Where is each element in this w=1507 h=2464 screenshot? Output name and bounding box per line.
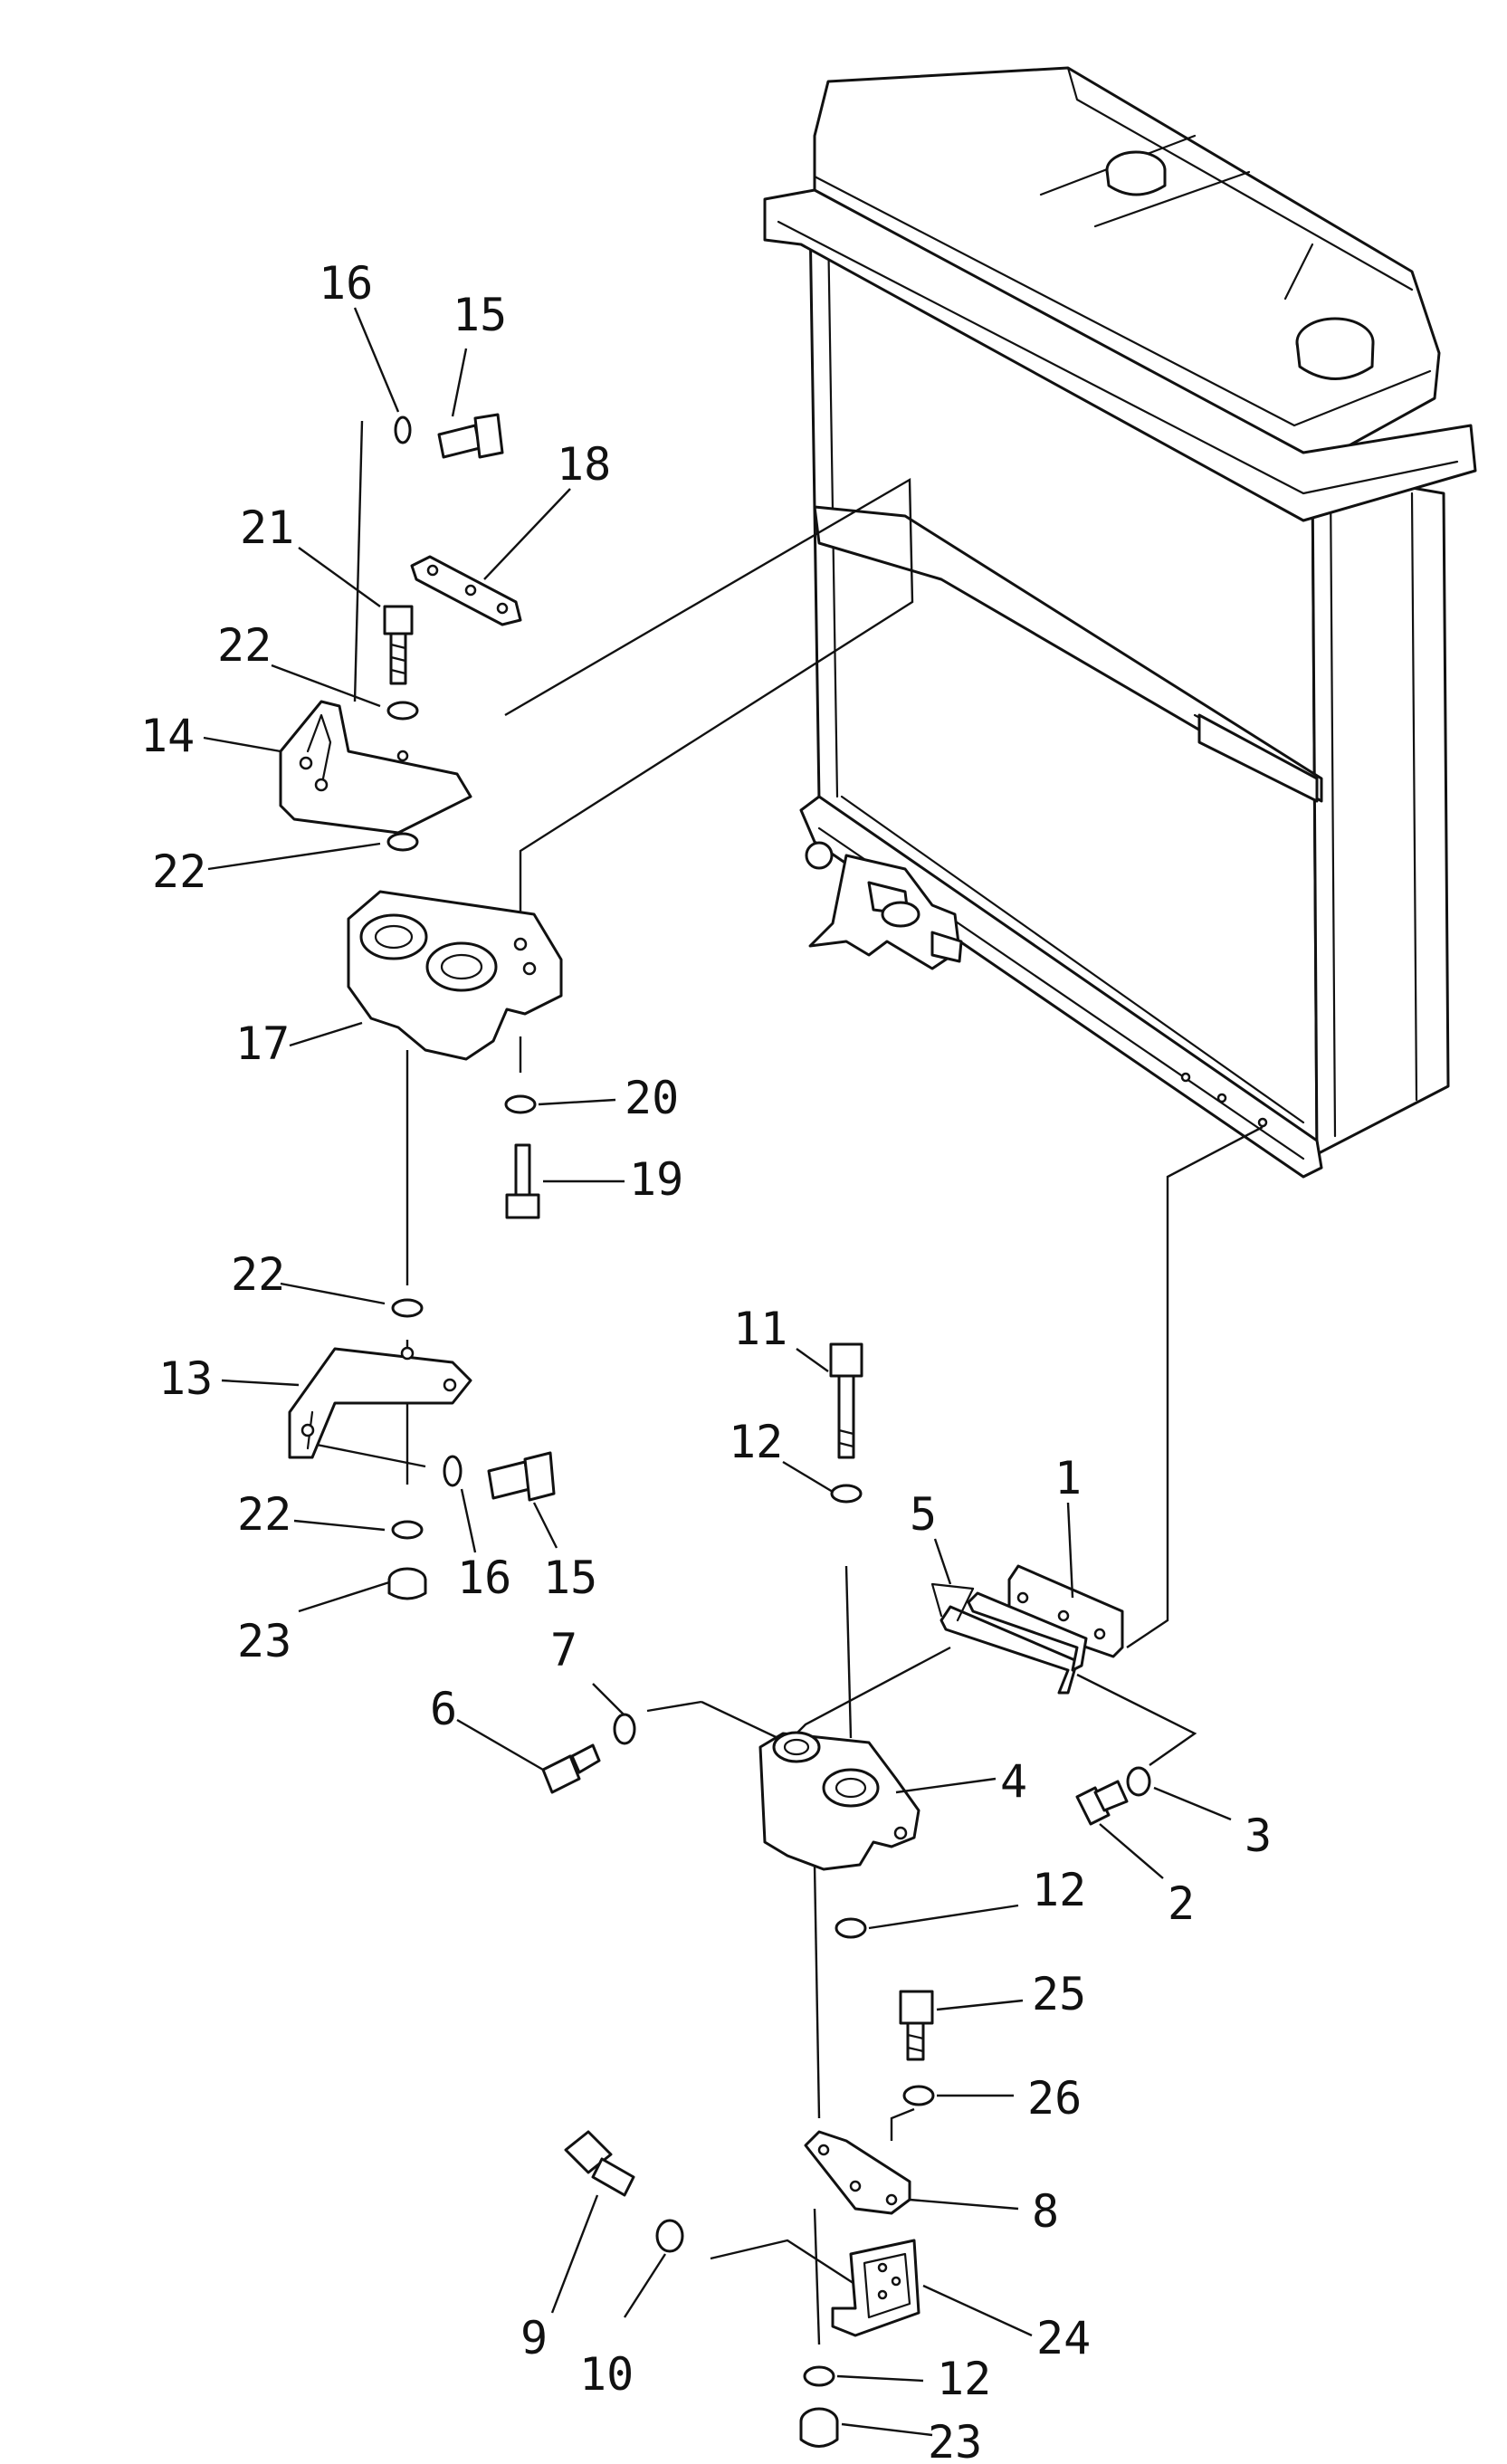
part-22-washer-c xyxy=(391,1298,424,1318)
callout-24: 24 xyxy=(1036,2312,1091,2364)
part-20-washer xyxy=(504,1094,537,1114)
part-23-nut-b xyxy=(799,2407,839,2448)
callout-22: 22 xyxy=(237,1488,291,1541)
callout-19: 19 xyxy=(629,1153,683,1206)
part-19-bolt xyxy=(505,1143,540,1219)
part-22-washer-a xyxy=(386,701,419,721)
callout-15: 15 xyxy=(543,1552,597,1604)
callout-2: 2 xyxy=(1168,1877,1195,1930)
callout-14: 14 xyxy=(140,710,195,762)
callout-22: 22 xyxy=(231,1248,285,1301)
part-23-nut xyxy=(387,1567,427,1600)
callout-23: 23 xyxy=(237,1615,291,1667)
callout-13: 13 xyxy=(158,1352,213,1405)
part-14-bracket xyxy=(279,700,472,835)
part-9-bolt xyxy=(564,2130,635,2197)
leader-lines xyxy=(203,307,1232,2437)
callout-12: 12 xyxy=(1032,1864,1086,1916)
part-12-washer-b xyxy=(835,1917,867,1939)
part-12-washer-c xyxy=(803,2365,835,2387)
callout-22: 22 xyxy=(152,845,206,898)
part-10-washer xyxy=(655,2219,684,2253)
part-15-bolt-b xyxy=(487,1451,556,1502)
part-17-rubber-mount xyxy=(347,890,563,1061)
part-4-rubber-mount xyxy=(758,1731,920,1871)
part-26-washer xyxy=(902,2085,935,2106)
part-11-bolt xyxy=(829,1342,863,1459)
callout-6: 6 xyxy=(430,1683,457,1735)
callout-10: 10 xyxy=(579,2348,634,2401)
part-22-washer-b xyxy=(386,832,419,852)
callout-8: 8 xyxy=(1032,2185,1059,2238)
callout-9: 9 xyxy=(520,2312,548,2364)
part-7-washer xyxy=(613,1713,636,1745)
callout-7: 7 xyxy=(550,1624,577,1676)
part-5-shim xyxy=(930,1582,1079,1695)
callout-18: 18 xyxy=(557,438,611,491)
part-2-bolt xyxy=(1075,1780,1129,1826)
callout-4: 4 xyxy=(1000,1755,1027,1808)
part-16-lock-washer-b xyxy=(443,1455,463,1487)
part-24-bracket xyxy=(831,2239,920,2337)
part-12-washer-a xyxy=(830,1484,863,1504)
part-8-bracket xyxy=(804,2130,911,2215)
part-25-bolt xyxy=(899,1990,934,2061)
callout-3: 3 xyxy=(1245,1810,1272,1862)
callout-11: 11 xyxy=(733,1303,787,1355)
callout-22: 22 xyxy=(217,619,272,672)
callout-21: 21 xyxy=(240,501,294,554)
callout-25: 25 xyxy=(1032,1968,1086,2020)
part-16-lock-washer xyxy=(394,415,412,444)
callout-15: 15 xyxy=(453,289,507,341)
part-18-plate xyxy=(410,555,522,626)
callout-16: 16 xyxy=(457,1552,511,1604)
part-22-washer-d xyxy=(391,1520,424,1540)
part-3-washer xyxy=(1126,1766,1151,1797)
part-13-bracket xyxy=(288,1346,472,1459)
callout-12: 12 xyxy=(729,1416,783,1468)
part-15-bolt xyxy=(437,413,504,459)
callout-17: 17 xyxy=(235,1017,290,1070)
assembly-lines xyxy=(311,420,1264,2345)
callout-1: 1 xyxy=(1054,1452,1082,1504)
callout-12: 12 xyxy=(937,2353,991,2405)
part-6-bolt xyxy=(541,1743,601,1794)
radiator-assembly xyxy=(763,66,1477,1179)
callout-16: 16 xyxy=(319,257,373,310)
callout-26: 26 xyxy=(1027,2072,1082,2125)
part-21-bolt xyxy=(383,605,414,685)
callout-5: 5 xyxy=(910,1488,937,1541)
callout-labels: 16 15 18 21 22 14 22 17 20 19 22 13 22 1… xyxy=(140,257,1272,2464)
callout-20: 20 xyxy=(625,1072,679,1124)
callout-23: 23 xyxy=(928,2416,982,2464)
part-shim-b xyxy=(967,1591,1088,1672)
